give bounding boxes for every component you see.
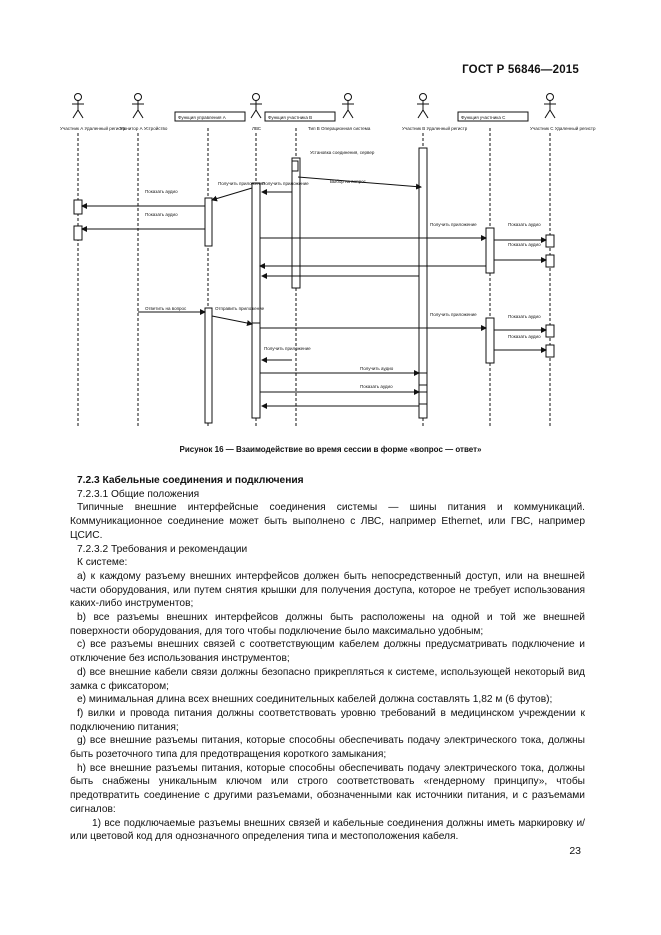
list-item: g) все внешние разъемы питания, которые … [70,735,585,761]
message-label: Отправить приложение [215,306,265,311]
actor-monitor-a [132,93,144,119]
lane-label: Тип В Операционная система [308,126,371,131]
paragraph: Типичные внешние интерфейсные соединения… [70,502,585,541]
message-label: Получить приложение [264,346,311,351]
box-label: Функция участника С [461,115,506,120]
section-heading: 7.2.3 Кабельные соединения и подключения [77,475,304,486]
section-text: 7.2.3 Кабельные соединения и подключения… [70,474,585,844]
page-number: 23 [569,845,581,857]
lane-label: ЛВС [252,126,262,131]
message-label: Ответить на вопрос [145,306,187,311]
message-label: Получить аудио [360,366,394,371]
message-label: Показать аудио [508,242,541,247]
message-label: Получить приложение [430,312,477,317]
actor-os [342,93,354,119]
figure-caption: Рисунок 16 — Взаимодействие во время сес… [179,445,482,454]
message-label: Получить приложение [262,181,309,186]
message-label: Показать аудио [145,212,178,217]
actor-participant-b [417,93,429,119]
lane-label: Участник С Удаленный регистр [530,125,596,131]
list-item: b) все разъемы внешних интерфейсов должн… [70,612,585,637]
list-item: h) все внешние разъемы питания, которые … [70,762,585,815]
box-label: Функция управления А [178,115,226,120]
box-label: Функция участника В [268,115,312,120]
actor-participant-c [544,93,556,119]
message-label: Показать аудио [145,189,178,194]
list-item: d) все внешние кабели связи должны безоп… [70,666,585,692]
paragraph: К системе: [77,557,128,569]
list-item: a) к каждому разъему внешних интерфейсов… [70,570,585,610]
actor-participant-a [72,93,84,119]
message-label: Получить приложение [218,181,265,186]
list-subitem: 1) все подключаемые разъемы внешних связ… [70,817,585,843]
lane-label: Монитор А Устройство [120,125,168,131]
message-label: Выбор на вопрос [330,179,367,184]
message-label: Получить приложение [430,222,477,227]
list-item: f) вилки и провода питания должны соотве… [70,707,585,733]
lane-label: Участник В Удаленный регистр [402,125,468,131]
subsection-heading: 7.2.3.1 Общие положения [77,488,200,500]
message-label: Показать аудио [360,384,393,389]
subsection-heading: 7.2.3.2 Требования и рекомендации [77,543,248,555]
lane-label: Участник А Удаленный регистр [60,125,126,131]
message-label: Показать аудио [508,222,541,227]
sequence-diagram: Участник А Удаленный регистр Монитор А У… [60,93,596,428]
list-item: c) все разъемы внешних связей с соответс… [70,639,585,665]
message-label: Показать аудио [508,314,541,319]
list-item: e) минимальная длина всех внешних соедин… [77,694,553,706]
message-label: Установка соединения, сервер [310,150,375,155]
message-label: Показать аудио [508,334,541,339]
standard-header: ГОСТ Р 56846—2015 [462,64,579,76]
actor-lan [250,93,262,119]
